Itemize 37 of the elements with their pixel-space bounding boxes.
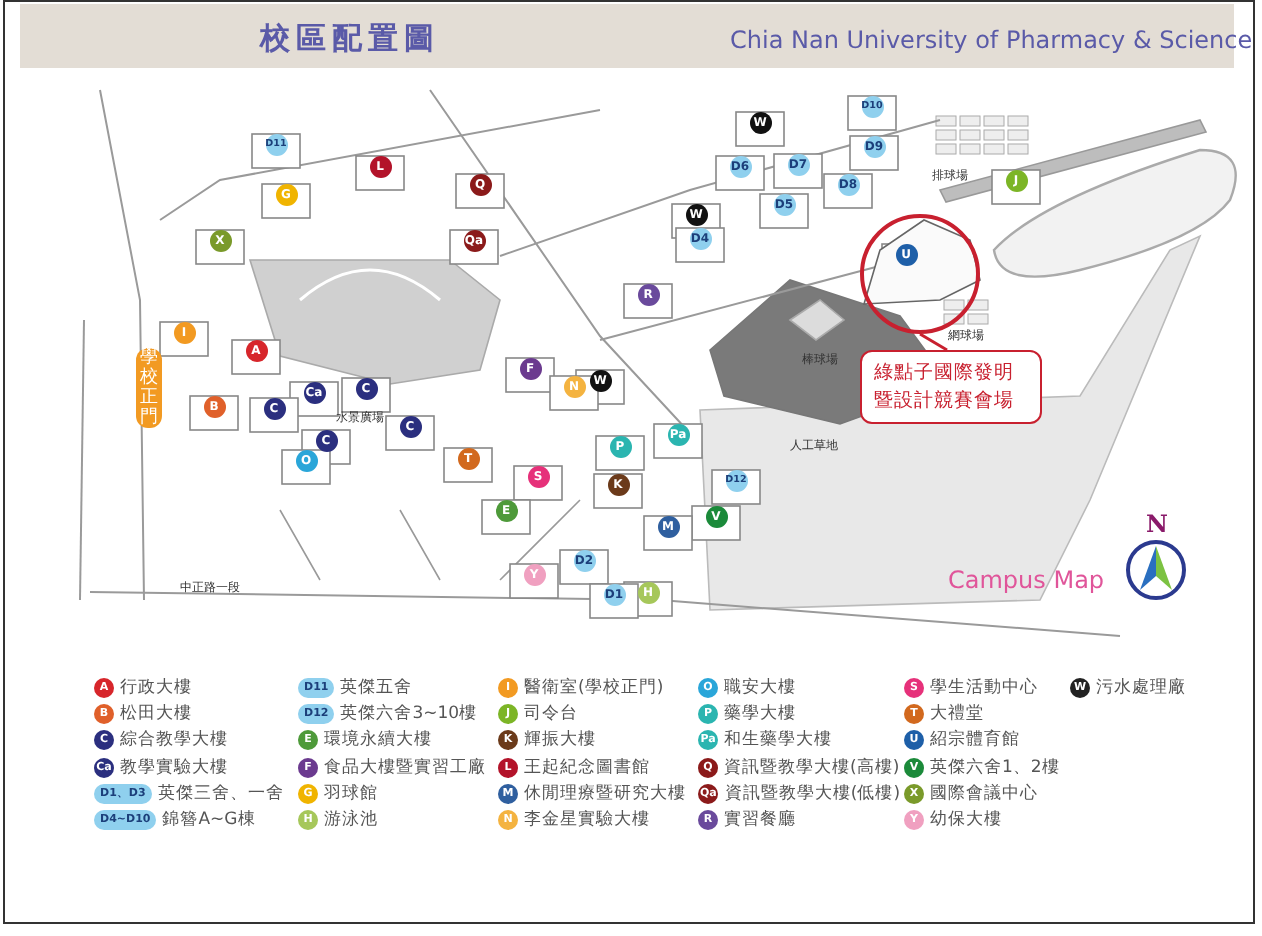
legend-text: 英傑五舍: [340, 676, 413, 700]
north-label: N: [1146, 510, 1168, 538]
legend-text: 李金星實驗大樓: [524, 808, 650, 832]
legend-text: 司令台: [524, 702, 578, 726]
legend-text: 羽球館: [324, 782, 378, 806]
legend-text: 教學實驗大樓: [120, 756, 228, 780]
legend-text: 污水處理廠: [1096, 676, 1186, 700]
legend-text: 和生藥學大樓: [724, 728, 832, 752]
legend-text: 藥學大樓: [724, 702, 796, 726]
legend-text: 學生活動中心: [930, 676, 1038, 700]
legend-text: 松田大樓: [120, 702, 192, 726]
legend-text: 輝振大樓: [524, 728, 596, 752]
legend-text: 資訊暨教學大樓(低樓): [724, 782, 901, 806]
legend-text: 大禮堂: [930, 702, 984, 726]
legend-text: 英傑六舍3~10樓: [340, 702, 478, 726]
legend-text: 環境永續大樓: [324, 728, 432, 752]
legend-text: 王起紀念圖書館: [524, 756, 650, 780]
legend-text: 英傑三舍、一舍: [157, 782, 284, 806]
legend-text: 行政大樓: [120, 676, 192, 700]
legend-text: 職安大樓: [724, 676, 796, 700]
legend-text: 紹宗體育館: [930, 728, 1020, 752]
gate-sign: 學校正門: [136, 348, 162, 428]
legend-text: 醫衛室(學校正門): [524, 676, 664, 700]
legend-text: 國際會議中心: [930, 782, 1038, 806]
legend-text: 綜合教學大樓: [120, 728, 228, 752]
map-caption: Campus Map: [948, 566, 1105, 594]
university-name: Chia Nan University of Pharmacy & Science: [730, 26, 1253, 54]
legend-text: 錦簪A~G棟: [162, 808, 256, 832]
legend-text: 幼保大樓: [930, 808, 1002, 832]
map-title: 校區配置圖: [260, 20, 440, 58]
legend-text: 游泳池: [324, 808, 378, 832]
legend-text: 資訊暨教學大樓(高樓): [724, 756, 900, 780]
legend-text: 休閒理療暨研究大樓: [524, 782, 686, 806]
legend-text: 英傑六舍1、2樓: [930, 756, 1060, 780]
legend-text: 食品大樓暨實習工廠: [324, 756, 486, 780]
callout-box: 綠點子國際發明暨設計競賽會場: [860, 350, 1042, 424]
legend-text: 實習餐廳: [724, 808, 796, 832]
